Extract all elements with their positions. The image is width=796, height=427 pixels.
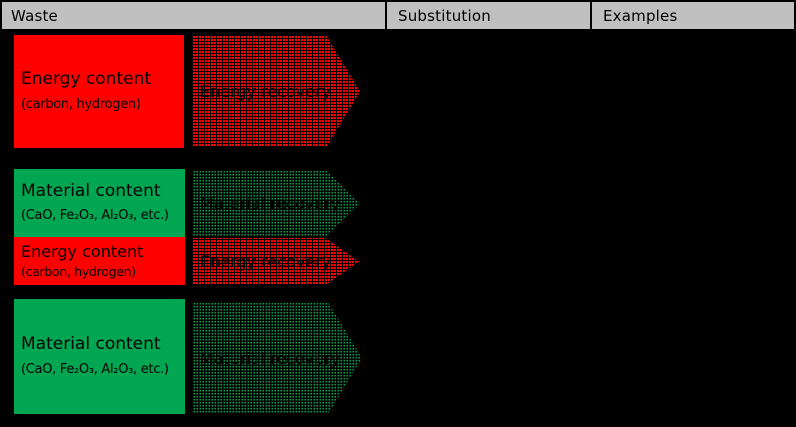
waste-box-energy-content-1: Energy content (carbon, hydrogen) [14,35,184,148]
arrow-label: Material recovery [200,348,341,368]
box-subtitle: (carbon, hydrogen) [21,96,141,112]
arrow-label: Material recovery [200,194,341,213]
waste-box-energy-content-2: Energy content (carbon, hydrogen) [14,237,185,285]
column-header-examples: Examples [590,2,794,29]
column-header-waste: Waste [11,6,58,25]
column-header-substitution: Substitution [385,2,590,29]
waste-box-material-content-2: Material content (CaO, Fe₂O₃, Al₂O₃, etc… [14,299,185,414]
waste-box-material-content-1: Material content (CaO, Fe₂O₃, Al₂O₃, etc… [14,169,185,237]
arrow-label: Energy recovery [200,252,332,271]
box-title: Energy content [21,69,152,90]
arrow-label: Energy recovery [200,82,332,101]
box-subtitle: (CaO, Fe₂O₃, Al₂O₃, etc.) [21,208,169,224]
box-title: Energy content [21,241,144,261]
energy-recovery-arrow-1: Energy recovery [192,36,360,147]
material-recovery-arrow-2: Material recovery [192,302,362,414]
material-recovery-arrow-1: Material recovery [192,170,360,237]
table-header-row: Waste Substitution Examples [0,0,796,31]
box-title: Material content [21,334,161,355]
box-subtitle: (CaO, Fe₂O₃, Al₂O₃, etc.) [21,361,169,377]
box-title: Material content [21,180,161,201]
box-subtitle: (carbon, hydrogen) [21,263,136,279]
energy-recovery-arrow-2: Energy recovery [192,238,359,285]
